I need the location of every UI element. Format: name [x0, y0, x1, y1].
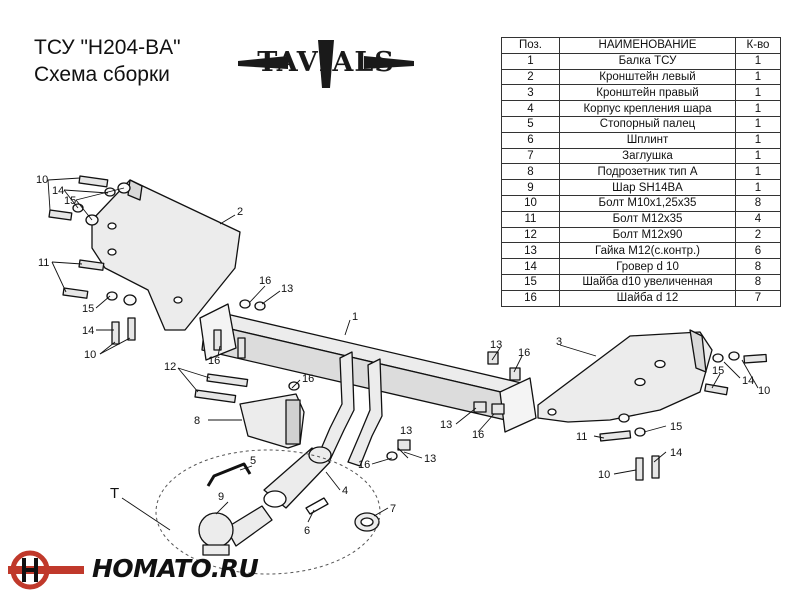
callout-4: 4	[342, 485, 348, 497]
callout-16-top: 16	[259, 275, 271, 287]
fasteners	[48, 175, 768, 481]
callout-2: 2	[237, 206, 243, 218]
tow-ball-base	[202, 544, 230, 556]
callout-16-beam: 16	[208, 355, 220, 367]
left-bracket-hole	[173, 296, 183, 304]
callout-14-right: 14	[742, 375, 754, 387]
socket-plate-side	[285, 399, 301, 445]
tow-ball-shank	[225, 505, 273, 547]
tow-beam-right-plate	[499, 377, 537, 433]
brand-name: TAVIALS	[257, 47, 395, 78]
callout-11: 11	[38, 257, 49, 269]
brand-logo-shape	[238, 40, 414, 88]
hitch-plate-right	[347, 358, 383, 467]
callout-16-low: 16	[358, 459, 370, 471]
callout-15: 15	[64, 195, 76, 207]
tow-ball-shape	[198, 512, 234, 548]
cell-qty: 7	[735, 289, 781, 307]
callout-8: 8	[194, 415, 200, 427]
title-subtitle: Схема сборки	[34, 63, 170, 86]
left-bracket-hole	[107, 248, 117, 256]
right-bracket-hole	[634, 377, 646, 387]
ball-housing-bore	[263, 490, 287, 508]
cell-name: Шайба d 12	[559, 289, 736, 307]
lock-pin-shape	[206, 462, 252, 487]
parts-table-header: Поз. НАИМЕНОВАНИЕ К-во	[501, 37, 781, 54]
callout-11-right: 11	[576, 431, 587, 443]
callout-13-low: 13	[424, 453, 436, 465]
callout-13-top: 13	[281, 283, 293, 295]
callout-13-under: 13	[440, 419, 452, 431]
callout-6: 6	[304, 525, 310, 537]
cell-name: Болт М10х1,25х35	[559, 194, 736, 212]
callout-14-left: 14	[82, 325, 94, 337]
callout-10-left: 10	[84, 349, 96, 361]
callout-15-lower: 15	[670, 421, 682, 433]
callout-10-right: 10	[758, 385, 770, 397]
callout-1: 1	[352, 311, 358, 323]
callout-3: 3	[556, 336, 562, 348]
right-bracket-shape	[537, 331, 713, 423]
cell-pos: 14	[501, 258, 560, 275]
callout-16-right: 16	[518, 347, 530, 359]
cell-name: Гровер d 10	[559, 258, 736, 275]
right-bracket-hole	[547, 408, 557, 416]
callout-t: T	[110, 485, 119, 502]
callout-10-lower: 10	[598, 469, 610, 481]
callout-15-right: 15	[712, 365, 724, 377]
callout-16-under: 16	[472, 429, 484, 441]
ball-kit-outline	[155, 449, 381, 575]
cell-name: Кронштейн правый	[559, 84, 736, 102]
plug-inner	[360, 517, 374, 527]
callout-9: 9	[218, 491, 224, 503]
cell-qty: 1	[735, 100, 781, 117]
left-bracket-shape	[91, 179, 241, 331]
cell-name: Шайба d10 увеличенная	[559, 273, 736, 291]
brand-logo: TAVIALS	[238, 38, 414, 90]
callout-13-bottom: 13	[400, 425, 412, 437]
callout-16-mid: 16	[302, 373, 314, 385]
callout-14: 14	[52, 185, 64, 197]
site-name: HOMATO.RU	[92, 554, 259, 583]
title-model: ТСУ "H204-BA"	[34, 36, 181, 59]
cell-name: Корпус крепления шара	[559, 100, 736, 117]
left-bracket-hole	[107, 222, 117, 230]
callout-12: 12	[164, 361, 176, 373]
callout-labels: 10 14 15 2 11 15 14 10 16 13 1 16 12 16 …	[36, 174, 770, 537]
callout-5: 5	[250, 455, 256, 467]
cell-name: Стопорный палец	[559, 115, 736, 133]
callout-14-lower: 14	[670, 447, 682, 459]
leader-lines	[47, 177, 759, 531]
cell-name: Заглушка	[559, 147, 736, 165]
site-logo: HOMATO.RU	[8, 548, 259, 592]
callout-7: 7	[390, 503, 396, 515]
cotter-pin-shape	[305, 497, 329, 515]
callout-10: 10	[36, 174, 48, 186]
cell-pos: 16	[501, 289, 560, 307]
drawing-title: ТСУ "H204-BA" Схема сборки	[34, 34, 181, 88]
site-logo-icon	[8, 550, 84, 590]
callout-15-left: 15	[82, 303, 94, 315]
right-bracket-edge	[689, 329, 707, 373]
cell-name: Шплинт	[559, 131, 736, 149]
callout-13-right: 13	[490, 339, 502, 351]
right-bracket-hole	[654, 359, 666, 369]
column-header-qty: К-во	[735, 37, 781, 54]
